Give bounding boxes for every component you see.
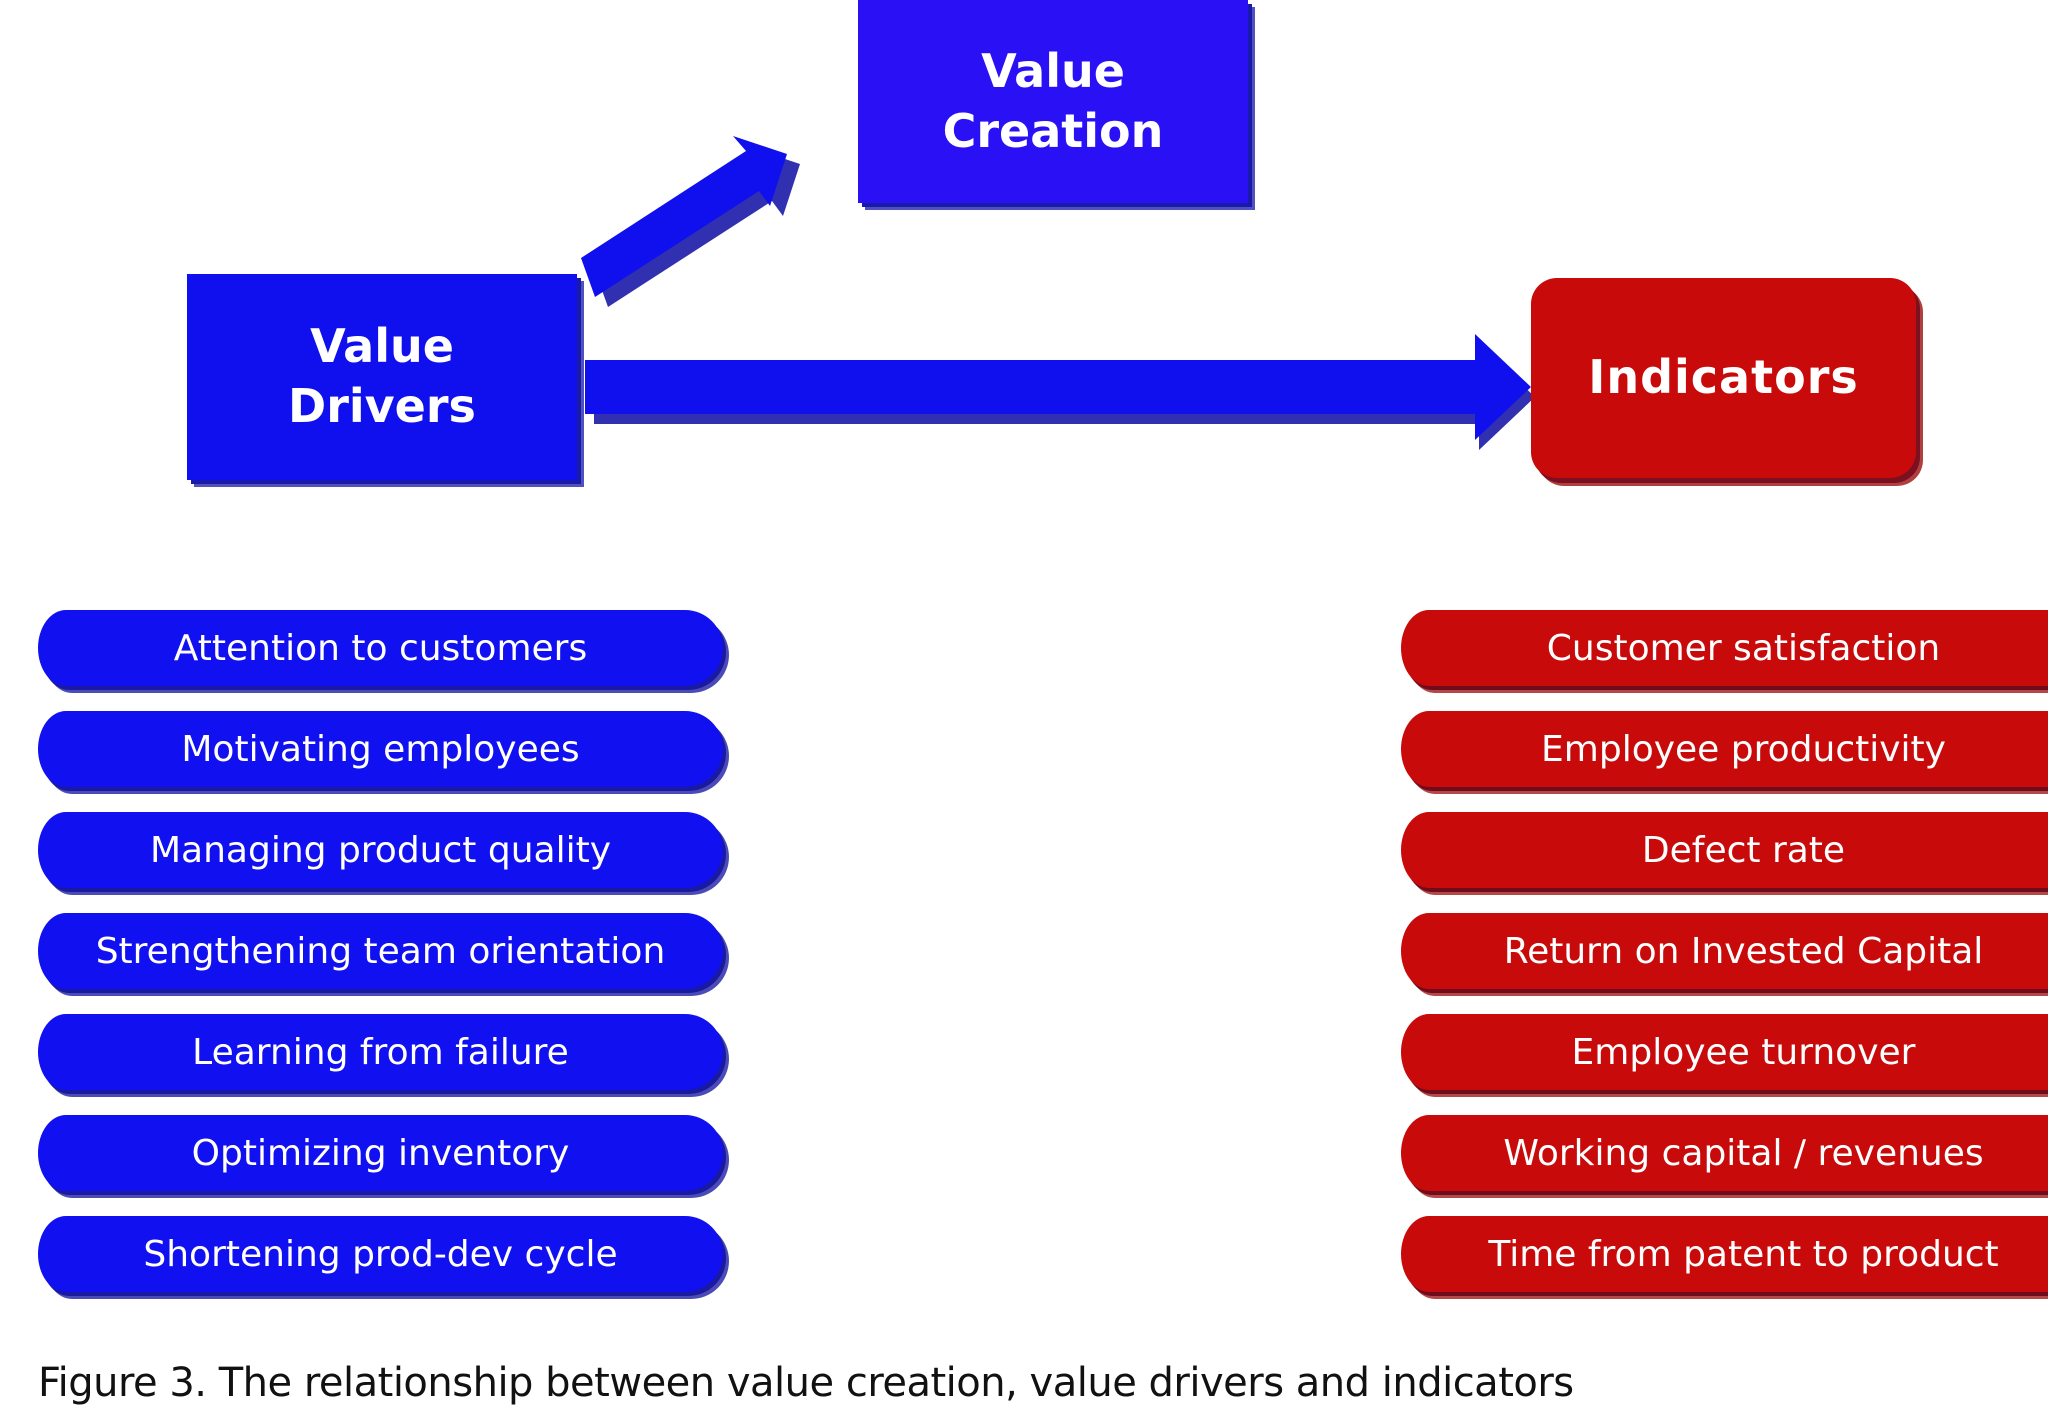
driver-item: Strengthening team orientation: [38, 913, 723, 989]
value-creation-line2: Creation: [942, 103, 1164, 158]
indicators-box: Indicators: [1531, 278, 1916, 478]
driver-item: Managing product quality: [38, 812, 723, 888]
driver-item: Shortening prod-dev cycle: [38, 1216, 723, 1292]
driver-item: Attention to customers: [38, 610, 723, 686]
indicator-item: Time from patent to product: [1401, 1216, 2048, 1292]
value-creation-line1: Value: [981, 43, 1125, 98]
value-drivers-box: Value Drivers: [187, 274, 577, 480]
indicators-label: Indicators: [1588, 350, 1859, 405]
indicator-item: Defect rate: [1401, 812, 2048, 888]
value-creation-box: Value Creation: [858, 0, 1248, 203]
indicator-item: Employee productivity: [1401, 711, 2048, 787]
indicator-item: Return on Invested Capital: [1401, 913, 2048, 989]
indicators-list: Customer satisfaction Employee productiv…: [1401, 610, 2048, 1317]
figure-caption: Figure 3. The relationship between value…: [38, 1360, 1574, 1406]
drivers-list: Attention to customers Motivating employ…: [38, 610, 723, 1317]
driver-item: Motivating employees: [38, 711, 723, 787]
indicator-item: Working capital / revenues: [1401, 1115, 2048, 1191]
arrow-right-icon: [585, 334, 1535, 450]
value-drivers-line2: Drivers: [288, 379, 476, 433]
indicator-item: Employee turnover: [1401, 1014, 2048, 1090]
indicator-item: Customer satisfaction: [1401, 610, 2048, 686]
value-drivers-line1: Value: [310, 319, 454, 374]
arrow-up-right-icon: [581, 136, 800, 307]
driver-item: Optimizing inventory: [38, 1115, 723, 1191]
driver-item: Learning from failure: [38, 1014, 723, 1090]
